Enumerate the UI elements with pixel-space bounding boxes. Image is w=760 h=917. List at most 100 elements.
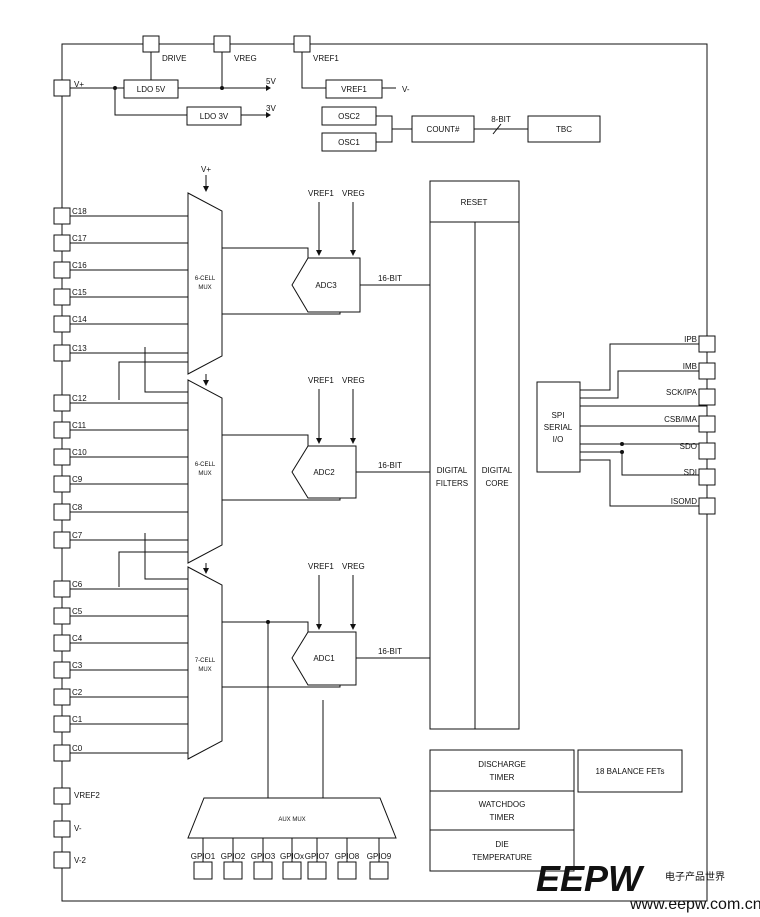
watchdog-label-2: TIMER xyxy=(490,813,515,822)
label-imb: IMB xyxy=(683,362,697,371)
label-c2: C2 xyxy=(72,688,83,697)
tbc-label: TBC xyxy=(556,125,572,134)
pin-gpio2 xyxy=(223,861,243,880)
pin-gpio1 xyxy=(193,861,213,880)
adc3-bits: 16-BIT xyxy=(378,274,402,283)
label-isomd: ISOMD xyxy=(671,497,697,506)
count-box xyxy=(411,115,475,143)
reset-box xyxy=(429,180,520,223)
label-c18: C18 xyxy=(72,207,87,216)
label-sdi: SDI xyxy=(684,468,697,477)
bits-label: 8-BIT xyxy=(491,115,511,124)
mux-top xyxy=(187,192,223,375)
pin-vreg-top xyxy=(213,35,231,53)
pin-c0 xyxy=(53,744,71,762)
aux-mux-label: AUX MUX xyxy=(278,817,305,823)
adc3-shape xyxy=(291,257,361,313)
pin-c13 xyxy=(53,344,71,362)
pin-c6 xyxy=(53,580,71,598)
label-c4: C4 xyxy=(72,634,83,643)
pin-c18 xyxy=(53,207,71,225)
pin-vplus xyxy=(53,79,71,97)
pin-drive xyxy=(142,35,160,53)
spi-label-1: SPI xyxy=(552,411,565,420)
label-c9: C9 xyxy=(72,475,83,484)
pin-sdi xyxy=(698,468,716,486)
adc2-shape xyxy=(291,445,357,499)
pin-c12 xyxy=(53,394,71,412)
pin-imb xyxy=(698,362,716,380)
core-label-2: CORE xyxy=(485,479,508,488)
adc1-vreg: VREG xyxy=(342,562,365,571)
pin-c15 xyxy=(53,288,71,306)
adc3-vref1: VREF1 xyxy=(308,189,334,198)
pin-c8 xyxy=(53,503,71,521)
label-c3: C3 xyxy=(72,661,83,670)
spi-label-2: SERIAL xyxy=(544,423,573,432)
die-temperature-box xyxy=(429,829,575,872)
filters-label-1: DIGITAL xyxy=(437,466,468,475)
mux-mid-label-2: MUX xyxy=(198,471,211,477)
mux-bot-label-2: MUX xyxy=(198,667,211,673)
eepw-watermark: EEPW 电子产品世界 www.eepw.com.cn xyxy=(536,858,760,913)
label-sdo: SDO xyxy=(680,442,697,451)
vref1-box-label: VREF1 xyxy=(341,85,367,94)
adc2-vref1: VREF1 xyxy=(308,376,334,385)
pin-c5 xyxy=(53,607,71,625)
pin-gpiox xyxy=(282,861,302,880)
balance-label: 18 BALANCE FETs xyxy=(596,767,665,776)
label-c1: C1 xyxy=(72,715,83,724)
pin-c3 xyxy=(53,661,71,679)
pin-c4 xyxy=(53,634,71,652)
pin-vminus xyxy=(53,820,71,838)
pin-gpio3 xyxy=(253,861,273,880)
ldo5-label: LDO 5V xyxy=(137,85,166,94)
label-vref1-top: VREF1 xyxy=(313,54,339,63)
discharge-label-1: DISCHARGE xyxy=(478,760,526,769)
pin-sdo xyxy=(698,442,716,460)
osc1-label: OSC1 xyxy=(338,138,360,147)
label-c14: C14 xyxy=(72,315,87,324)
pin-vminus2 xyxy=(53,851,71,869)
label-gpio8: GPIO8 xyxy=(335,852,360,861)
adc3-group: VREF1 VREG ADC3 16-BIT xyxy=(222,189,430,315)
label-sck-ipa: SCK/IPA xyxy=(666,388,698,397)
spi-box xyxy=(536,381,581,473)
pin-ipb xyxy=(698,335,716,353)
die-label-1: DIE xyxy=(495,840,508,849)
mux-bot-label-1: 7-CELL xyxy=(195,658,216,664)
label-vref2: VREF2 xyxy=(74,791,100,800)
label-vminus: V- xyxy=(74,824,82,833)
label-vreg-top: VREG xyxy=(234,54,257,63)
label-vplus: V+ xyxy=(74,80,84,89)
label-c11: C11 xyxy=(72,421,87,430)
filters-label-2: FILTERS xyxy=(436,479,468,488)
pin-c7 xyxy=(53,531,71,549)
label-ipb: IPB xyxy=(684,335,697,344)
osc2-label: OSC2 xyxy=(338,112,360,121)
adc2-vreg: VREG xyxy=(342,376,365,385)
adc2-bits: 16-BIT xyxy=(378,461,402,470)
mux-bot xyxy=(187,566,223,760)
pin-sck-ipa xyxy=(698,388,716,406)
label-gpio3: GPIO3 xyxy=(251,852,276,861)
label-gpio9: GPIO9 xyxy=(367,852,392,861)
pin-c10 xyxy=(53,448,71,466)
digital-filters-box xyxy=(429,221,476,730)
watermark-url: www.eepw.com.cn xyxy=(629,896,760,913)
pin-gpio8 xyxy=(337,861,357,880)
ldo3-box xyxy=(186,106,242,126)
mux-vplus-label: V+ xyxy=(201,165,211,174)
pin-vref1-top xyxy=(293,35,311,53)
label-c15: C15 xyxy=(72,288,87,297)
label-drive: DRIVE xyxy=(162,54,186,63)
adc2-label: ADC2 xyxy=(313,468,335,477)
mux-mid-label-1: 6-CELL xyxy=(195,462,216,468)
adc1-bits: 16-BIT xyxy=(378,647,402,656)
vref1-box xyxy=(325,79,383,99)
